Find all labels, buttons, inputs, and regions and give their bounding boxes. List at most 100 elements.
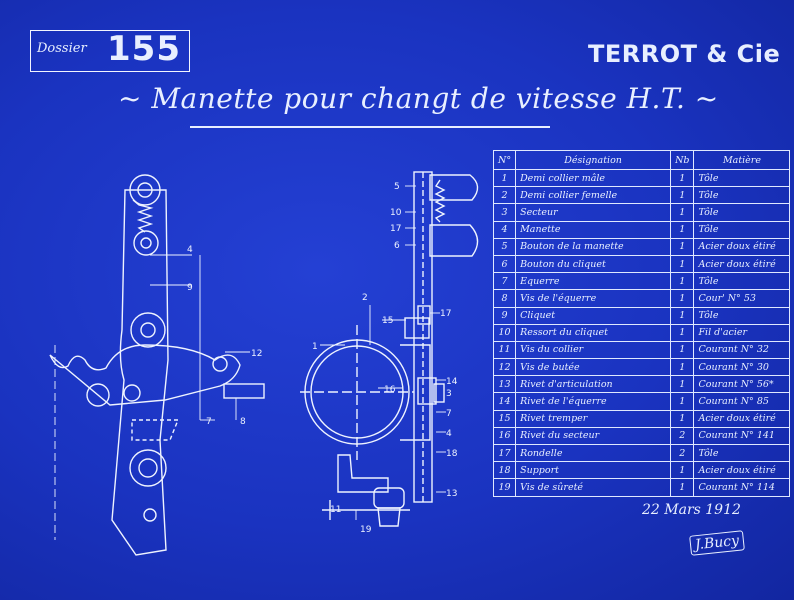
callout-side-5: 5 [394,182,400,192]
part-number: 9 [492,306,517,325]
part-designation: Cliquet [515,306,672,325]
part-material: Fil d'acier [693,323,791,342]
callout-section-3: 3 [446,389,452,399]
part-designation: Secteur [515,203,672,222]
col-designation: Désignation [515,150,672,170]
part-material: Acier doux étiré [693,237,791,256]
part-quantity: 1 [670,289,695,308]
callout-front-9: 9 [187,283,193,293]
part-material: Acier doux étiré [693,461,791,480]
part-material: Tôle [693,272,791,291]
part-quantity: 2 [670,443,695,463]
part-material: Acier doux étiré [693,254,791,274]
part-number: 19 [492,478,517,497]
section-view-collar [300,317,437,527]
part-number: 5 [492,237,517,256]
part-quantity: 1 [670,358,695,377]
callout-section-2: 2 [362,293,368,303]
part-number: 2 [492,186,517,205]
part-number: 15 [492,409,517,428]
col-quantity: Nb [670,150,695,170]
part-number: 1 [492,168,517,188]
part-quantity: 1 [670,375,695,394]
part-material: Tôle [693,203,791,222]
front-view-lever [49,174,265,556]
callout-front-8: 8 [240,417,246,427]
part-designation: Bouton de la manette [515,237,672,256]
title-underline [190,126,550,128]
part-designation: Vis de sûreté [515,478,672,497]
part-material: Tôle [693,186,791,205]
dossier-label: Dossier [37,41,87,56]
part-quantity: 2 [670,426,695,446]
part-quantity: 1 [670,478,695,497]
part-quantity: 1 [670,392,695,411]
part-material: Courant N° 85 [693,392,791,411]
drawing-title: ~ Manette pour changt de vitesse H.T. ~ [118,82,719,115]
part-number: 4 [492,220,517,239]
callout-side-10: 10 [390,208,402,218]
callout-section-14: 14 [446,377,458,387]
part-material: Tôle [693,220,791,239]
part-number: 6 [492,254,517,274]
callout-section-13: 13 [446,489,457,499]
part-material: Tôle [693,443,791,463]
callout-side-17: 17 [390,224,401,234]
part-number: 14 [492,392,517,411]
part-quantity: 1 [670,340,695,360]
part-number: 12 [492,358,517,377]
callout-section-17: 17 [440,309,451,319]
part-quantity: 1 [670,220,695,239]
callout-section-18: 18 [446,449,458,459]
part-material: Courant N° 114 [693,478,791,497]
part-designation: Demi collier mâle [515,168,672,188]
part-material: Courant N° 30 [693,358,791,377]
part-designation: Rondelle [515,443,672,463]
callout-section-19: 19 [360,525,372,535]
part-number: 8 [492,289,517,308]
callout-front-4: 4 [187,245,193,255]
part-material: Courant N° 56* [693,375,791,394]
part-designation: Vis du collier [515,340,672,360]
part-quantity: 1 [670,323,695,342]
part-material: Acier doux étiré [693,409,791,428]
part-designation: Support [515,461,672,480]
callout-section-16: 16 [384,385,396,395]
part-designation: Rivet de l'équerre [515,392,672,411]
part-quantity: 1 [670,461,695,480]
part-material: Courant N° 141 [693,426,791,446]
part-quantity: 1 [670,254,695,274]
part-quantity: 1 [670,203,695,222]
part-number: 13 [492,375,517,394]
dossier-box: Dossier 155 [30,29,190,72]
drawing-date: 22 Mars 1912 [642,502,741,518]
callout-section-11: 11 [330,505,341,515]
col-material: Matière [693,150,791,170]
callout-front-7: 7 [206,417,212,427]
callout-front-12: 12 [251,349,262,359]
part-material: Courant N° 32 [693,340,791,360]
callout-section-4: 4 [446,429,452,439]
part-quantity: 1 [670,186,695,205]
part-number: 16 [492,426,517,446]
company-name: TERROT & Cie [588,40,781,68]
part-designation: Ressort du cliquet [515,323,672,342]
part-quantity: 1 [670,409,695,428]
part-quantity: 1 [670,272,695,291]
part-quantity: 1 [670,306,695,325]
